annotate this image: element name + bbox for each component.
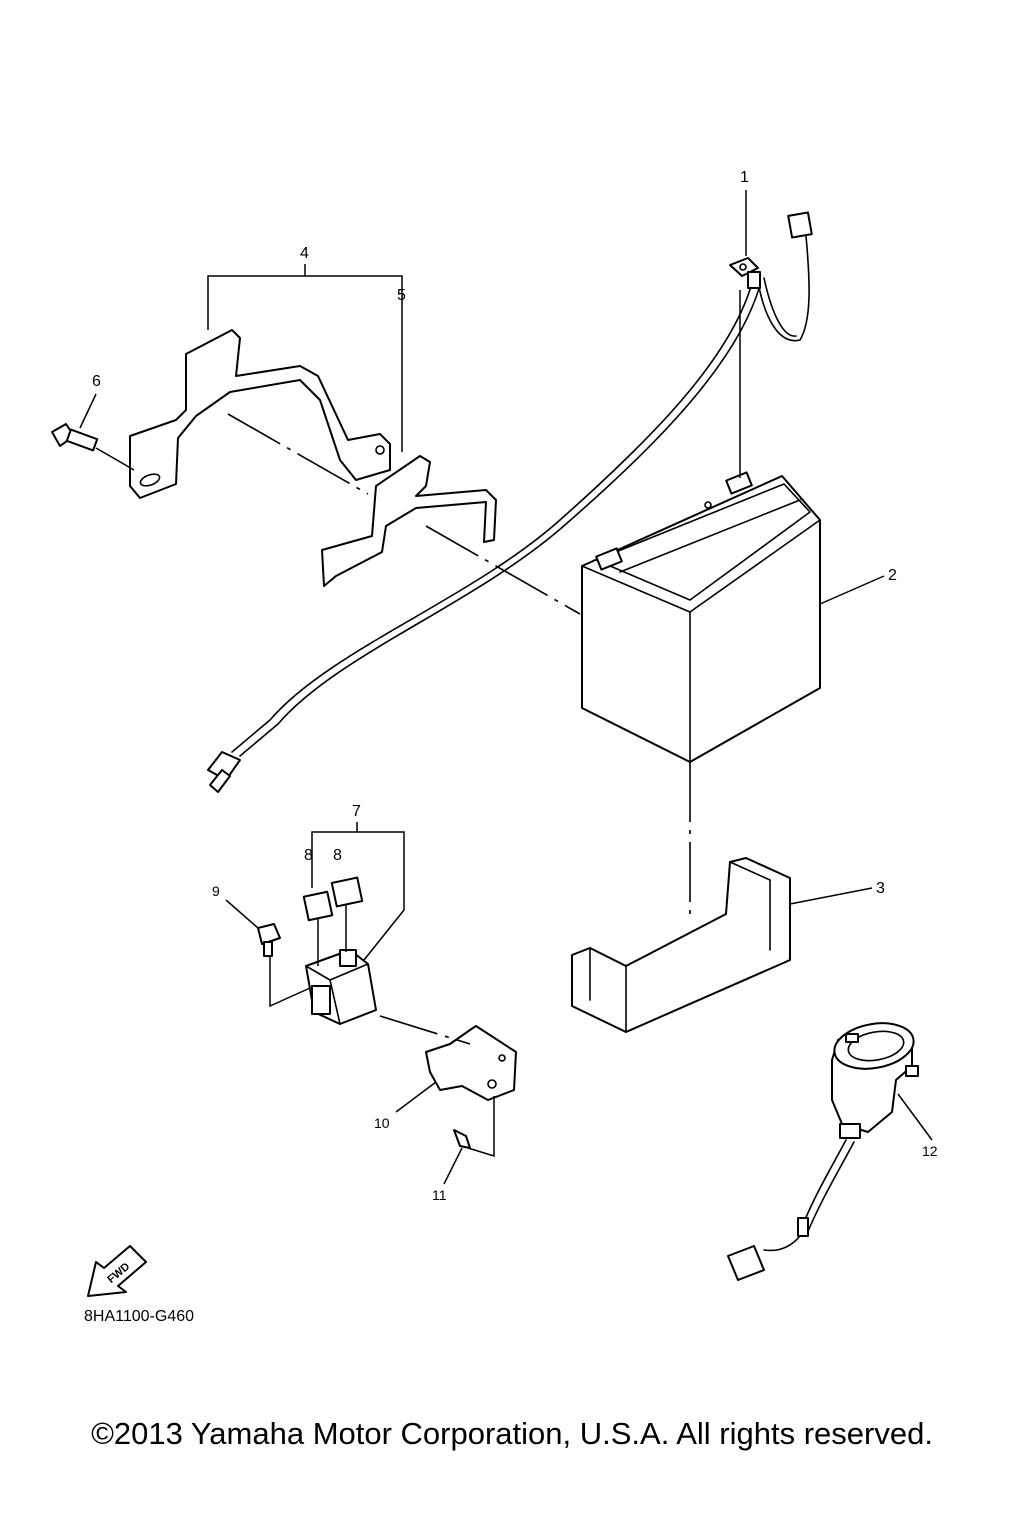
callout-11: 11 [432,1187,447,1203]
bracket-10 [425,1025,517,1101]
leader-6 [79,393,97,429]
screw-9 [257,923,281,957]
callout-10: 10 [374,1115,390,1131]
bracket-4 [129,329,391,499]
leader-9 [225,899,259,929]
bracket-5 [321,455,497,587]
fuse-8b [330,876,364,908]
relay-group-line [311,831,405,961]
callout-1: 1 [740,169,749,186]
callout-6: 6 [92,373,101,390]
callout-3: 3 [876,880,885,897]
leader-10 [395,1081,437,1113]
battery [581,471,821,763]
wire-harness [207,211,813,793]
callout-8a: 8 [304,847,313,864]
bracket5-alignment [425,525,581,615]
relay-alignment [379,1015,471,1045]
callout-7: 7 [352,803,361,820]
leader-3 [789,887,873,905]
diagram-reference: 8HA1100-G460 [84,1308,194,1325]
callout-9: 9 [212,883,220,899]
fwd-arrow-icon: FWD [87,1245,147,1297]
screw-9-path [269,956,311,1008]
rivet-11 [453,1129,471,1149]
callout-8b: 8 [333,847,342,864]
leader-2 [819,575,885,605]
battery-box [571,857,791,1033]
rivet-11-path [467,1096,495,1158]
leader-12 [897,1093,933,1141]
callout-12: 12 [922,1143,938,1159]
callout-5: 5 [397,287,406,304]
copyright-notice: ©2013 Yamaha Motor Corporation, U.S.A. A… [91,1416,933,1451]
bolt-6-path [95,447,135,471]
relay-7 [305,949,377,1025]
bolt-6 [51,423,99,452]
power-socket-12 [727,1022,919,1281]
callout-4: 4 [300,245,309,262]
leader-11 [443,1147,463,1185]
callout-2: 2 [888,567,897,584]
bracket-alignment [227,413,369,495]
fuse-8a [302,890,334,922]
